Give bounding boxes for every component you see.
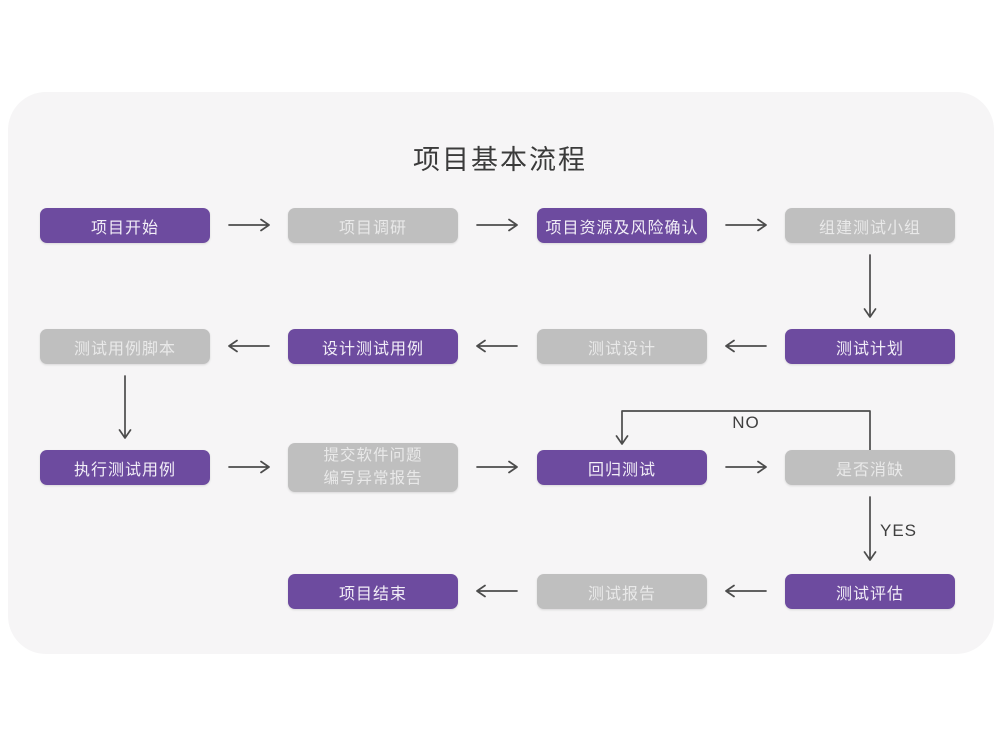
node-test-case-script: 测试用例脚本 xyxy=(40,329,210,364)
node-regression-test: 回归测试 xyxy=(537,450,707,485)
node-design-test-case: 设计测试用例 xyxy=(288,329,458,364)
node-test-evaluation: 测试评估 xyxy=(785,574,955,609)
node-execute-test-case: 执行测试用例 xyxy=(40,450,210,485)
submit-issue-line1: 提交软件问题 xyxy=(323,447,423,465)
page-title: 项目基本流程 xyxy=(413,145,587,175)
yes-branch-label: YES xyxy=(880,521,918,540)
node-test-design: 测试设计 xyxy=(537,329,707,364)
flowchart-panel xyxy=(8,92,994,654)
node-resource-risk-confirm: 项目资源及风险确认 xyxy=(537,208,707,243)
node-project-end: 项目结束 xyxy=(288,574,458,609)
node-defect-cleared: 是否消缺 xyxy=(785,450,955,485)
node-submit-issue-report: 提交软件问题 编写异常报告 xyxy=(288,443,458,492)
no-branch-label: NO xyxy=(732,413,760,432)
submit-issue-line2: 编写异常报告 xyxy=(323,469,423,487)
node-build-test-team: 组建测试小组 xyxy=(785,208,955,243)
node-test-plan: 测试计划 xyxy=(785,329,955,364)
node-project-research: 项目调研 xyxy=(288,208,458,243)
node-project-start: 项目开始 xyxy=(40,208,210,243)
node-test-report: 测试报告 xyxy=(537,574,707,609)
